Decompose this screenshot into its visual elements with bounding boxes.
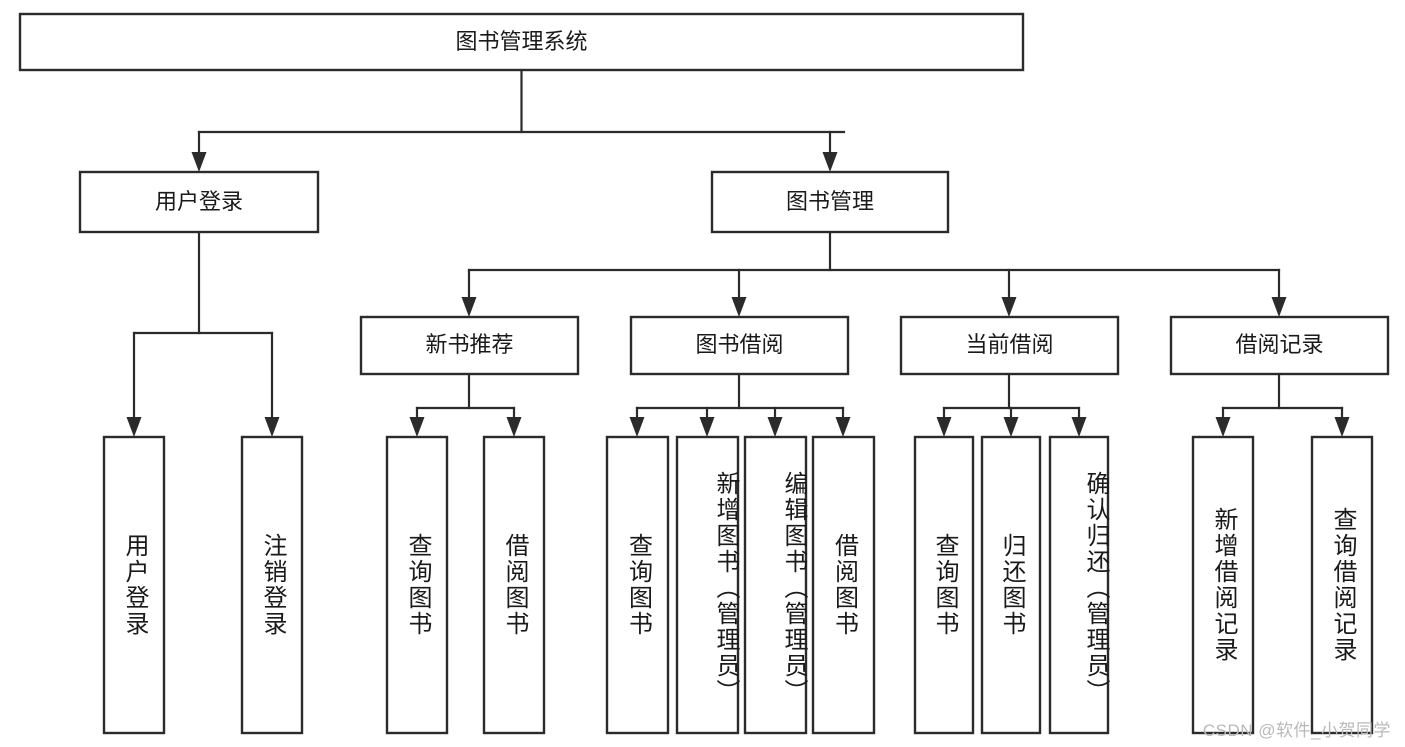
arrowhead-leaf-query-book-recommend [409, 417, 425, 437]
arrowhead-leaf-user-login [126, 417, 142, 437]
arrowhead-book-borrow [731, 297, 747, 317]
node-leaf-query-book-current-box[interactable] [913, 435, 975, 735]
node-borrow-records-label: 借阅记录 [1235, 332, 1323, 357]
node-leaf-borrow-book-recommend-box[interactable] [482, 435, 546, 735]
arrowhead-leaf-add-borrow-record [1215, 417, 1231, 437]
arrowhead-current-borrow [1001, 297, 1017, 317]
connector-book-borrow-to-leaves [629, 372, 851, 437]
arrowhead-new-book-recommend [461, 297, 477, 317]
arrowhead-book-management [822, 152, 838, 172]
node-user-login[interactable]: 用户登录 [78, 170, 320, 234]
arrowhead-leaf-query-book-borrow [629, 417, 645, 437]
node-leaf-borrow-book-box[interactable] [811, 435, 876, 735]
node-root[interactable]: 图书管理系统 [18, 12, 1025, 72]
arrowhead-leaf-confirm-return [1071, 417, 1087, 437]
connector-current-borrow-to-leaves [936, 372, 1087, 437]
arrowhead-leaf-borrow-book-recommend [506, 417, 522, 437]
node-book-borrow[interactable]: 图书借阅 [629, 315, 850, 376]
arrowhead-leaf-edit-book [767, 417, 783, 437]
node-book-management[interactable]: 图书管理 [710, 170, 950, 234]
connector-borrow-records-to-leaves [1215, 372, 1350, 437]
node-leaf-edit-book-box[interactable] [743, 435, 808, 735]
arrowhead-leaf-logout [264, 417, 280, 437]
node-borrow-records[interactable]: 借阅记录 [1169, 315, 1390, 376]
node-book-management-box[interactable] [710, 170, 950, 234]
arrowhead-user-login [191, 152, 207, 172]
connector-root-to-level2 [191, 68, 846, 172]
arrowhead-leaf-return-book [1003, 417, 1019, 437]
connector-book-management-to-level3 [461, 230, 1287, 317]
node-new-book-recommend-label: 新书推荐 [425, 332, 513, 357]
node-user-login-label: 用户登录 [155, 189, 243, 214]
arrowhead-borrow-records [1271, 297, 1287, 317]
arrowhead-leaf-query-book-current [936, 417, 952, 437]
node-book-borrow-box[interactable] [629, 315, 850, 376]
node-leaf-add-borrow-record-box[interactable] [1191, 435, 1255, 735]
arrowhead-leaf-borrow-book [835, 417, 851, 437]
node-current-borrow[interactable]: 当前借阅 [899, 315, 1120, 376]
connector-user-login-to-leaves [126, 230, 280, 437]
node-book-management-label: 图书管理 [786, 189, 874, 214]
connector-new-book-recommend-to-leaves [409, 372, 522, 437]
node-new-book-recommend[interactable]: 新书推荐 [359, 315, 580, 376]
node-root-box[interactable] [18, 12, 1025, 72]
node-leaf-query-book-recommend-box[interactable] [385, 435, 449, 735]
node-leaf-confirm-return-box[interactable] [1048, 435, 1110, 735]
node-leaf-query-borrow-record-box[interactable] [1310, 435, 1374, 735]
node-book-borrow-label: 图书借阅 [695, 332, 783, 357]
csdn-watermark: CSDN @软件_小贺同学 [1202, 721, 1391, 740]
node-user-login-box[interactable] [78, 170, 320, 234]
node-leaf-add-book-box[interactable] [675, 435, 740, 735]
node-leaf-return-book-box[interactable] [980, 435, 1042, 735]
node-leaf-query-book-borrow-box[interactable] [605, 435, 670, 735]
node-root-label: 图书管理系统 [455, 29, 587, 54]
node-current-borrow-label: 当前借阅 [965, 332, 1053, 357]
arrowhead-leaf-query-borrow-record [1334, 417, 1350, 437]
node-new-book-recommend-box[interactable] [359, 315, 580, 376]
node-borrow-records-box[interactable] [1169, 315, 1390, 376]
arrowhead-leaf-add-book [699, 417, 715, 437]
node-current-borrow-box[interactable] [899, 315, 1120, 376]
node-leaf-user-login-box[interactable] [102, 435, 166, 735]
node-leaf-logout-box[interactable] [240, 435, 304, 735]
